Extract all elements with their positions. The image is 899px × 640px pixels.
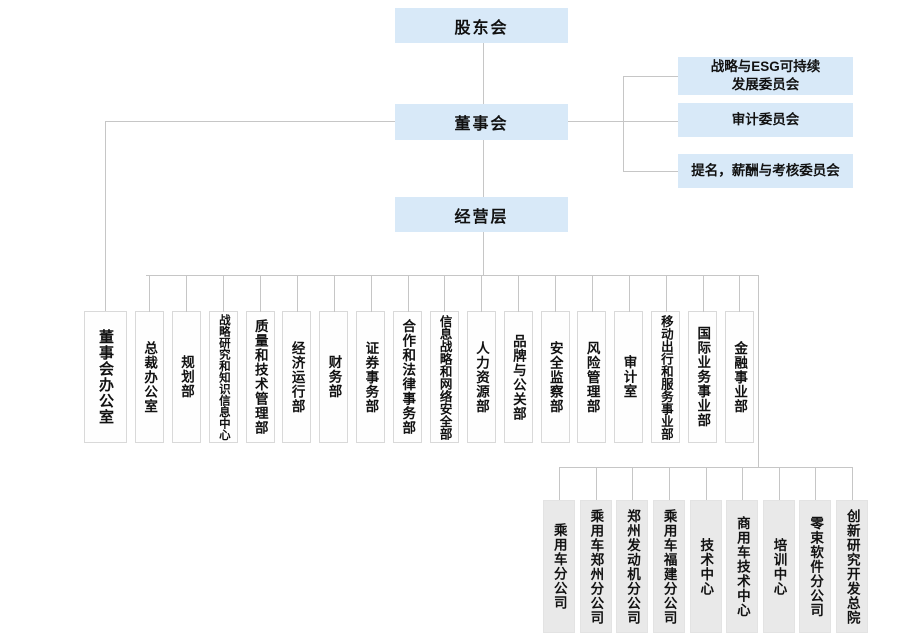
department-label: 经济运行部 bbox=[289, 340, 305, 414]
connector-line bbox=[623, 76, 624, 171]
department-label: 战略研究和知识信息中心 bbox=[217, 313, 230, 441]
department-label: 证券事务部 bbox=[363, 340, 379, 414]
department-node: 董事会办公室 bbox=[84, 311, 127, 443]
node-shareholders: 股东会 bbox=[395, 8, 568, 43]
committee-label: 审计委员会 bbox=[731, 112, 800, 128]
department-label: 人力资源部 bbox=[474, 340, 489, 414]
subsidiary-node: 零束软件分公司 bbox=[799, 467, 832, 633]
department-label: 总裁办公室 bbox=[142, 340, 158, 414]
subsidiary-label: 乘用车福建分公司 bbox=[661, 508, 677, 625]
committee-audit: 审计委员会 bbox=[678, 103, 853, 137]
subsidiary-label: 技术中心 bbox=[698, 537, 714, 596]
subsidiary-node: 郑州发动机分公司 bbox=[616, 467, 649, 633]
connector-line bbox=[483, 232, 484, 275]
connector-line bbox=[483, 43, 484, 104]
node-label: 董事会 bbox=[454, 116, 509, 133]
committee-label: 提名，薪酬与考核委员会 bbox=[691, 163, 840, 179]
connector-bus-management bbox=[146, 275, 758, 276]
subsidiary-node: 商用车技术中心 bbox=[726, 467, 759, 633]
department-node: 移动出行和服务事业部 bbox=[651, 276, 681, 443]
subsidiary-label: 乘用车郑州分公司 bbox=[588, 508, 604, 625]
department-node: 金融事业部 bbox=[724, 276, 754, 443]
subsidiary-label: 商用车技术中心 bbox=[734, 515, 750, 618]
department-node: 财务部 bbox=[319, 276, 349, 443]
subsidiary-node: 培训中心 bbox=[762, 467, 795, 633]
subsidiary-node: 创新研究开发总院 bbox=[836, 467, 868, 633]
department-node: 风险管理部 bbox=[577, 276, 607, 443]
department-label: 财务部 bbox=[326, 355, 342, 399]
node-label: 股东会 bbox=[454, 19, 509, 37]
connector-line bbox=[623, 76, 678, 77]
department-node: 国际业务事业部 bbox=[688, 276, 717, 443]
department-node: 质量和技术管理部 bbox=[245, 276, 275, 443]
subsidiary-label: 创新研究开发总院 bbox=[844, 508, 860, 625]
subsidiary-node: 乘用车分公司 bbox=[543, 467, 575, 633]
connector-line bbox=[483, 139, 484, 197]
subsidiary-node: 乘用车郑州分公司 bbox=[579, 467, 612, 633]
department-label: 金融事业部 bbox=[732, 340, 748, 414]
department-node: 经济运行部 bbox=[282, 276, 312, 443]
node-management: 经营层 bbox=[395, 197, 568, 232]
department-node: 战略研究和知识信息中心 bbox=[208, 276, 238, 443]
department-label: 董事会办公室 bbox=[97, 329, 114, 425]
connector-line bbox=[758, 275, 759, 467]
department-node: 总裁办公室 bbox=[134, 276, 164, 443]
department-label: 风险管理部 bbox=[584, 340, 600, 414]
subsidiary-label: 零束软件分公司 bbox=[808, 515, 824, 618]
connector-line bbox=[105, 121, 395, 122]
department-node: 规划部 bbox=[171, 276, 201, 443]
department-node: 安全监察部 bbox=[540, 276, 570, 443]
committee-strategy-esg: 战略与ESG可持续 发展委员会 bbox=[678, 57, 853, 95]
department-label: 质量和技术管理部 bbox=[252, 319, 268, 435]
department-node: 证券事务部 bbox=[356, 276, 386, 443]
department-node: 人力资源部 bbox=[466, 276, 496, 443]
department-node: 审计室 bbox=[614, 276, 644, 443]
node-label: 经营层 bbox=[454, 208, 509, 226]
department-label: 安全监察部 bbox=[547, 340, 563, 414]
department-label: 合作和法律事务部 bbox=[400, 319, 416, 435]
department-node: 合作和法律事务部 bbox=[393, 276, 422, 443]
subsidiary-node: 乘用车福建分公司 bbox=[652, 467, 685, 633]
connector-line bbox=[623, 171, 678, 172]
connector-line bbox=[105, 121, 106, 312]
departments-row: 董事会办公室 总裁办公室 规划部 战略研究和知识信息中心 质量和技术管理部 经济… bbox=[84, 276, 754, 443]
subsidiary-label: 培训中心 bbox=[771, 537, 787, 596]
subsidiary-node: 技术中心 bbox=[689, 467, 722, 633]
department-label: 国际业务事业部 bbox=[695, 326, 711, 428]
department-label: 品牌与公关部 bbox=[510, 333, 526, 421]
subsidiary-label: 乘用车分公司 bbox=[551, 523, 567, 610]
department-label: 信息战略和网络安全部 bbox=[437, 314, 452, 440]
subsidiaries-row: 乘用车分公司 乘用车郑州分公司 郑州发动机分公司 乘用车福建分公司 技术中心 商… bbox=[543, 467, 868, 633]
committee-nomination-remuneration: 提名，薪酬与考核委员会 bbox=[678, 154, 853, 188]
node-board: 董事会 bbox=[395, 104, 568, 140]
committee-label: 战略与ESG可持续 发展委员会 bbox=[710, 59, 821, 92]
department-node: 品牌与公关部 bbox=[503, 276, 533, 443]
department-node: 信息战略和网络安全部 bbox=[429, 276, 459, 443]
department-label: 规划部 bbox=[179, 355, 194, 399]
department-label: 审计室 bbox=[621, 355, 637, 399]
subsidiary-label: 郑州发动机分公司 bbox=[625, 508, 640, 625]
department-label: 移动出行和服务事业部 bbox=[658, 314, 673, 440]
